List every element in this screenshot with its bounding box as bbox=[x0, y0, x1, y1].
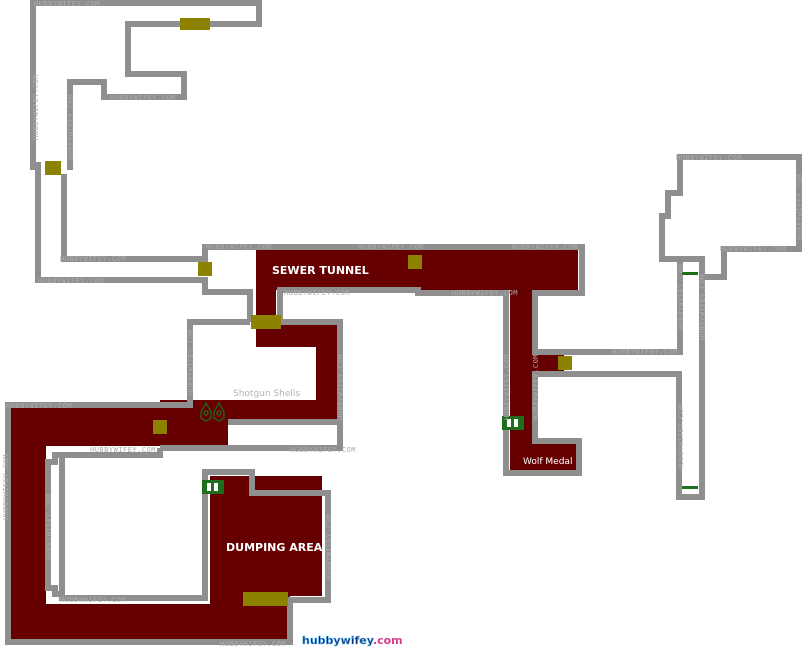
dumping-area-label: DUMPING AREA bbox=[226, 541, 323, 554]
watermark: HUBBYWIFEY.COM bbox=[90, 446, 156, 454]
watermark: HUBBYWIFEY.COM bbox=[67, 94, 75, 160]
watermark: HUBBYWIFEY.COM bbox=[60, 255, 126, 263]
watermark: HUBBYWIFEY.COM bbox=[34, 0, 100, 8]
watermark: HUBBYWIFEY.COM bbox=[45, 494, 53, 560]
watermark: HUBBYWIFEY.COM bbox=[358, 243, 424, 251]
door-west-room bbox=[153, 420, 167, 434]
door-sewer-mid bbox=[408, 255, 422, 269]
nw-lower-wall bbox=[35, 162, 253, 322]
west-floor-left bbox=[8, 408, 46, 642]
wolf-medal-room-floor bbox=[510, 444, 578, 470]
watermark: HUBBYWIFEY.COM bbox=[284, 289, 350, 297]
watermark: HUBBYWIFEY.COM bbox=[337, 354, 345, 420]
nw-outer-wall bbox=[30, 0, 262, 170]
gate-line-east-bottom bbox=[682, 486, 698, 489]
watermark: HUBBYWIFEY.COM bbox=[452, 289, 518, 297]
watermark: HUBBYWIFEY.COM bbox=[220, 640, 286, 648]
logo-part-main: hubbywifey bbox=[302, 634, 374, 647]
east-tall-room-wall bbox=[680, 256, 705, 277]
watermark: HUBBYWIFEY.COM bbox=[676, 154, 742, 162]
watermark: HUBBYWIFEY.COM bbox=[206, 243, 272, 251]
door-northwest bbox=[45, 161, 61, 175]
room-labels: SEWER TUNNEL DUMPING AREA Wolf Medal Sho… bbox=[226, 264, 572, 554]
watermark: HUBBYWIFEY.COM bbox=[60, 596, 126, 604]
shell-pickup-icons bbox=[200, 401, 225, 422]
watermark: HUBBYWIFEY.COM bbox=[6, 402, 72, 410]
watermark: HUBBYWIFEY.COM bbox=[325, 514, 333, 580]
shotgun-room-wall bbox=[5, 319, 331, 645]
watermark: HUBBYWIFEY.COM bbox=[612, 348, 678, 356]
watermark: HUBBYWIFEY.COM bbox=[290, 446, 356, 454]
shell-pickup-icon bbox=[200, 401, 212, 422]
watermark: HUBBYWIFEY.COM bbox=[187, 329, 195, 395]
watermark: HUBBYWIFEY.COM bbox=[699, 274, 707, 340]
svg-text:hubbywifey.com: hubbywifey.com bbox=[302, 634, 403, 647]
door-north bbox=[180, 18, 210, 30]
watermark: HUBBYWIFEY.COM bbox=[677, 404, 685, 470]
wolf-medal-label: Wolf Medal bbox=[523, 457, 572, 467]
nw-inner-wall bbox=[0, 0, 33, 170]
door-sewer-drop bbox=[251, 315, 281, 329]
gates bbox=[202, 272, 698, 494]
site-logo: hubbywifey.com bbox=[302, 634, 403, 648]
watermark: HUBBYWIFEY.COM bbox=[38, 277, 104, 285]
gate-line-east-top bbox=[682, 272, 698, 275]
door-east-branch bbox=[558, 356, 572, 370]
east-corridor-floor bbox=[510, 288, 532, 470]
watermark: HUBBYWIFEY.COM bbox=[503, 354, 511, 420]
west-floor-bottom bbox=[8, 604, 290, 642]
nw-lower-inner-wall bbox=[61, 154, 802, 500]
gate-icon-dumping bbox=[202, 480, 224, 494]
watermark: HUBBYWIFEY.COM bbox=[32, 74, 40, 140]
shotgun-shells-label: Shotgun Shells bbox=[233, 389, 300, 399]
gate-icon-east bbox=[502, 416, 524, 430]
shotgun-area-floor-b bbox=[316, 325, 338, 421]
watermark: HUBBYWIFEY.COM bbox=[532, 354, 540, 420]
door-dumping-area bbox=[243, 592, 288, 606]
watermark: HUBBYWIFEY.COM bbox=[677, 264, 685, 330]
watermark: HUBBYWIFEY.COM bbox=[512, 243, 578, 251]
watermark: HUBBYWIFEY.COM bbox=[720, 245, 786, 253]
watermark: HUBBYWIFEY.COM bbox=[110, 94, 176, 102]
doors bbox=[45, 18, 572, 606]
logo-part-accent: .com bbox=[373, 634, 403, 647]
east-branch-floor bbox=[530, 354, 564, 372]
sewer-tunnel-label: SEWER TUNNEL bbox=[272, 264, 369, 277]
door-west-link bbox=[198, 262, 212, 276]
watermark: HUBBYWIFEY.COM bbox=[2, 454, 10, 520]
west-stair-wall bbox=[45, 452, 62, 597]
watermark: HUBBYWIFEY.COM bbox=[796, 174, 802, 240]
shell-pickup-icon bbox=[213, 401, 225, 422]
